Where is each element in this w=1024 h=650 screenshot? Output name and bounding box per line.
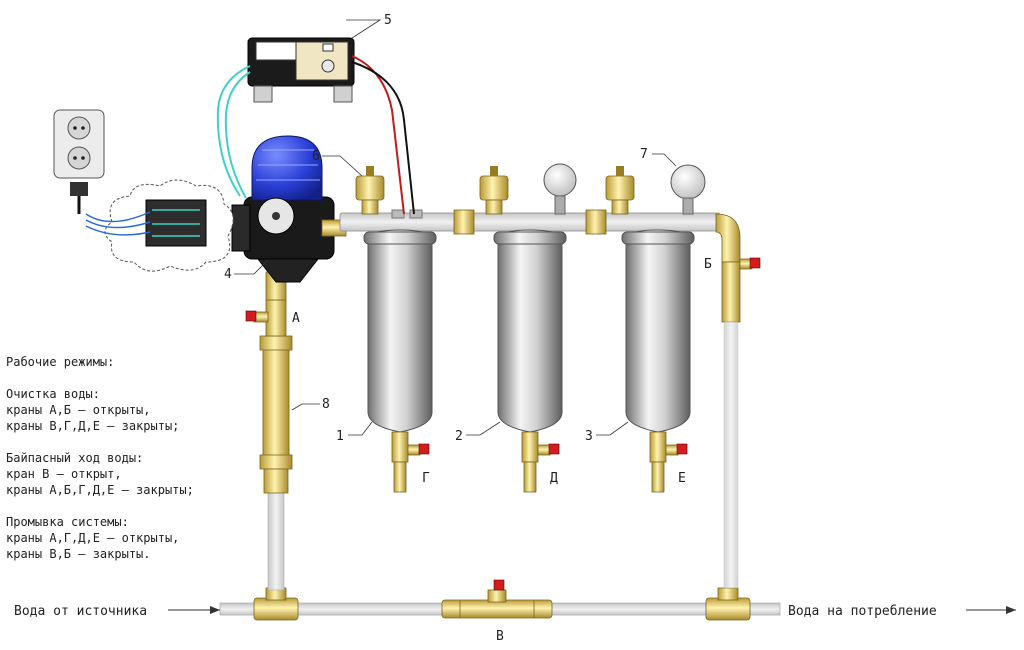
mode-cleaning-line-2: краны В,Г,Д,Е – закрыты; xyxy=(6,419,180,433)
operating-modes-notes: Рабочие режимы: Очистка воды: краны А,Б … xyxy=(6,354,246,562)
notes-heading: Рабочие режимы: xyxy=(6,355,115,369)
labels: 5 6 7 4 8 1 2 3 А Б В Г Д Е Вода от исто… xyxy=(14,13,937,644)
callout-1: 1 xyxy=(336,429,344,444)
valve-e-handle xyxy=(676,443,688,455)
junction-box-cloud xyxy=(85,179,234,272)
wires xyxy=(195,55,415,227)
callout-8: 8 xyxy=(322,397,330,412)
filter-housing-2 xyxy=(479,163,577,493)
left-riser xyxy=(245,271,293,591)
mode-flush-line-2: краны В,Б – закрыты. xyxy=(6,547,151,561)
outlet-label: Вода на потребление xyxy=(788,604,937,619)
mode-flush-line-1: краны А,Г,Д,Е – открыты, xyxy=(6,531,180,545)
valve-label-v: В xyxy=(496,629,504,644)
valve-label-d: Д xyxy=(550,471,558,486)
callout-3: 3 xyxy=(585,429,593,444)
mode-bypass-line-2: краны А,Б,Г,Д,Е – закрыты; xyxy=(6,483,194,497)
pump-controller-4 xyxy=(231,135,347,283)
top-manifold xyxy=(339,209,741,263)
valve-label-a: А xyxy=(292,311,300,326)
mode-cleaning-line-1: краны А,Б – открыты, xyxy=(6,403,151,417)
filter-housing-1 xyxy=(355,166,437,493)
filter-housing-3 xyxy=(605,164,706,493)
flow-arrows xyxy=(168,606,1016,614)
valve-g-handle xyxy=(418,443,430,455)
mode-flush-title: Промывка системы: xyxy=(6,515,129,529)
mode-bypass-line-1: кран В – открыт, xyxy=(6,467,122,481)
wall-socket xyxy=(53,109,105,214)
mode-cleaning-title: Очистка воды: xyxy=(6,387,100,401)
mode-bypass-title: Байпасный ход воды: xyxy=(6,451,144,465)
control-box-5 xyxy=(247,37,355,103)
callout-7: 7 xyxy=(640,147,648,162)
bypass-valve-handle xyxy=(493,579,505,591)
callout-4: 4 xyxy=(224,267,232,282)
valve-d-handle xyxy=(548,443,560,455)
callout-5: 5 xyxy=(384,13,392,28)
inlet-label: Вода от источника xyxy=(14,604,147,619)
air-vent-6 xyxy=(355,175,385,201)
main-pipe xyxy=(219,579,781,621)
callout-2: 2 xyxy=(455,429,463,444)
right-riser xyxy=(721,257,761,589)
pressure-gauge-7 xyxy=(670,164,706,200)
callout-6: 6 xyxy=(312,149,320,164)
valve-b-handle xyxy=(749,257,761,269)
valve-label-b: Б xyxy=(704,257,712,272)
pressure-gauge-left xyxy=(543,163,577,197)
valve-label-e: Е xyxy=(678,471,686,486)
valve-label-g: Г xyxy=(422,471,430,486)
pre-filter-tube-8 xyxy=(262,344,290,461)
valve-a-handle xyxy=(245,310,257,322)
leader-lines xyxy=(234,19,677,436)
